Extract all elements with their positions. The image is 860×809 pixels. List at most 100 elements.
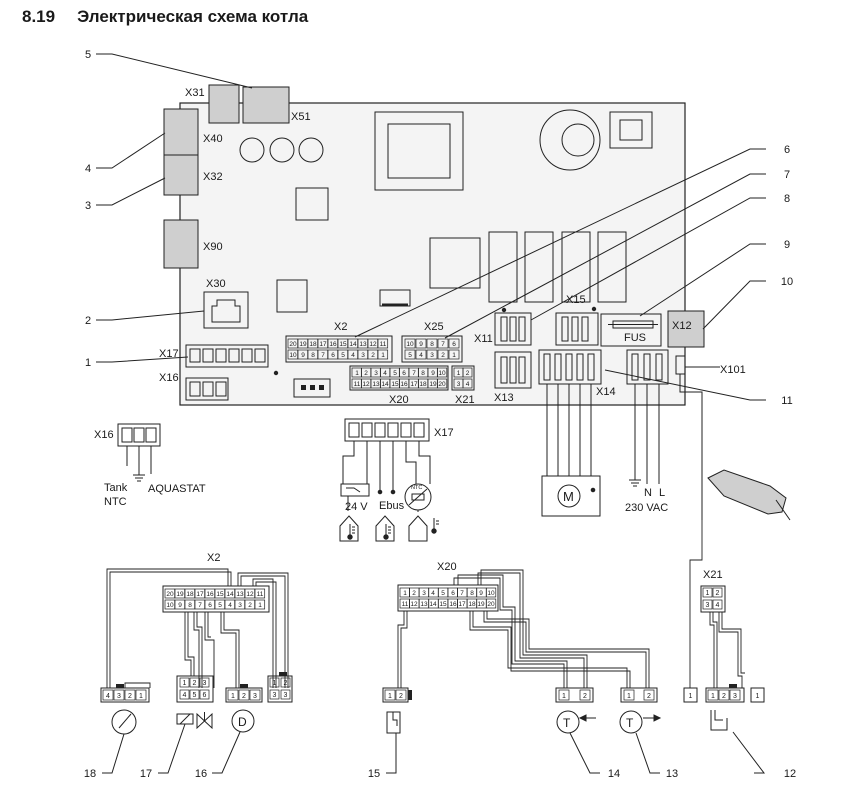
x2-pin-11: 11	[257, 591, 264, 598]
x20-pin-2: 2	[412, 590, 416, 597]
x21-bottom-connector: 1 2 3 4	[700, 585, 726, 613]
x2-pin-1: 1	[258, 602, 262, 609]
x20-pin-12: 12	[410, 601, 418, 608]
x2-pin-13: 13	[236, 591, 244, 598]
x20-board-pin-14: 14	[381, 381, 389, 388]
x20-pin-20: 20	[487, 601, 495, 608]
conn-pair-pin-1: 1	[273, 680, 277, 687]
x15-connector	[555, 312, 599, 346]
x11-connector	[494, 312, 532, 346]
x20-board-pin-4: 4	[383, 370, 387, 377]
x2-board-pin-11: 11	[380, 341, 387, 348]
small-connector	[293, 378, 331, 398]
conn18-pin-1: 1	[139, 693, 143, 700]
x20-pin-8: 8	[470, 590, 474, 597]
conn16-pin-3: 3	[253, 693, 257, 700]
x2-pin-2: 2	[248, 602, 252, 609]
x16-label: X16	[159, 372, 179, 384]
x20-board-pin-16: 16	[400, 381, 408, 388]
x51-connector	[242, 86, 290, 124]
x12-connector	[667, 310, 705, 348]
x20-board-pin-8: 8	[421, 370, 425, 377]
x21-pin-2: 2	[716, 590, 720, 597]
x20-pin-19: 19	[477, 601, 485, 608]
callout-11: 11	[781, 395, 792, 407]
conn13-pin-1: 1	[627, 693, 631, 700]
x20-pin-4: 4	[431, 590, 435, 597]
fus-label: FUS	[624, 332, 646, 344]
conn15: 1 2	[382, 687, 412, 703]
x20-board-pin-13: 13	[372, 381, 380, 388]
x20-board-pin-11: 11	[354, 381, 361, 388]
capacitor-outer	[539, 109, 601, 171]
x20-bottom-connector: 1 2 3 4 5 6 7 8 9 10 11 12 13 14 15 16 1…	[397, 584, 499, 612]
x25-connector: 10 9 8 7 6 5 4 3 2 1	[401, 335, 463, 363]
x17-detail-label: X17	[434, 427, 454, 439]
conn-pair-pin-2: 2	[284, 680, 288, 687]
chip-3	[276, 279, 308, 313]
callout-14: 14	[608, 768, 620, 780]
callout-6: 6	[784, 144, 790, 156]
x25-pin-10: 10	[406, 341, 414, 348]
x21-board-label: X21	[455, 394, 475, 406]
x20-connector: 1 2 3 4 5 6 7 8 9 10 11 12 13 14 15 16 1…	[349, 365, 449, 391]
x17-label: X17	[159, 348, 179, 360]
ntc-sensor-label: NTC	[411, 485, 422, 491]
callout-8: 8	[784, 193, 790, 205]
x25-label: X25	[424, 321, 444, 333]
x2-board-pin-12: 12	[369, 341, 377, 348]
x25-pin-7: 7	[441, 341, 445, 348]
conn-pair-pin-3: 3	[273, 692, 277, 699]
sensor-1-symbol: T	[563, 716, 571, 730]
x51-label: X51	[291, 111, 311, 123]
n-label: N	[644, 487, 652, 499]
pump-icon	[231, 709, 255, 733]
x20-board-pin-1: 1	[355, 370, 359, 377]
x20-board-pin-9: 9	[431, 370, 435, 377]
relay-1	[239, 137, 265, 163]
x40-connector	[163, 108, 199, 156]
x30-label: X30	[206, 278, 226, 290]
x2-connector: 20 19 18 17 16 15 14 13 12 11 10 9 8 7 6…	[285, 335, 393, 363]
conn17-pin-1: 1	[183, 680, 187, 687]
section-title: Электрическая схема котла	[77, 7, 309, 26]
conn13: 1 2	[620, 687, 658, 703]
x21-pin-3: 3	[706, 602, 710, 609]
x2-board-pin-16: 16	[329, 341, 337, 348]
x20-pin-18: 18	[468, 601, 476, 608]
x90-connector	[163, 219, 199, 269]
x2-board-pin-2: 2	[371, 352, 375, 359]
house-icon-3	[408, 515, 439, 542]
x2-board-pin-13: 13	[359, 341, 367, 348]
x20-pin-6: 6	[451, 590, 455, 597]
x25-pin-6: 6	[452, 341, 456, 348]
x20-pin-1: 1	[403, 590, 407, 597]
x13-connector	[494, 351, 532, 389]
valve-icon	[176, 712, 213, 730]
callout-15: 15	[368, 768, 380, 780]
x20-board-pin-10: 10	[438, 370, 446, 377]
x2-pin-17: 17	[196, 591, 204, 598]
x21-connector: 1 2 3 4	[451, 365, 475, 391]
x20-pin-17: 17	[458, 601, 466, 608]
x20-board-pin-2: 2	[364, 370, 368, 377]
conn16-pin-2: 2	[242, 693, 246, 700]
callout-9: 9	[784, 239, 790, 251]
section-number: 8.19	[22, 7, 56, 26]
x2-pin-8: 8	[188, 602, 192, 609]
conn18-pin-3: 3	[117, 693, 121, 700]
x2-board-pin-3: 3	[361, 352, 365, 359]
x2-board-pin-10: 10	[289, 352, 297, 359]
x2-board-pin-8: 8	[311, 352, 315, 359]
x2-board-pin-17: 17	[319, 341, 327, 348]
chip-2	[429, 237, 481, 289]
conn12-pin-1: 1	[711, 693, 715, 700]
chip-1	[295, 187, 329, 221]
callout-4: 4	[85, 163, 91, 175]
x20-board-pin-3: 3	[374, 370, 378, 377]
x20-pin-13: 13	[420, 601, 428, 608]
x20-board-pin-20: 20	[438, 381, 446, 388]
x2-board-pin-9: 9	[301, 352, 305, 359]
transformer-core	[387, 123, 451, 179]
x17-detail-connector	[344, 418, 430, 442]
